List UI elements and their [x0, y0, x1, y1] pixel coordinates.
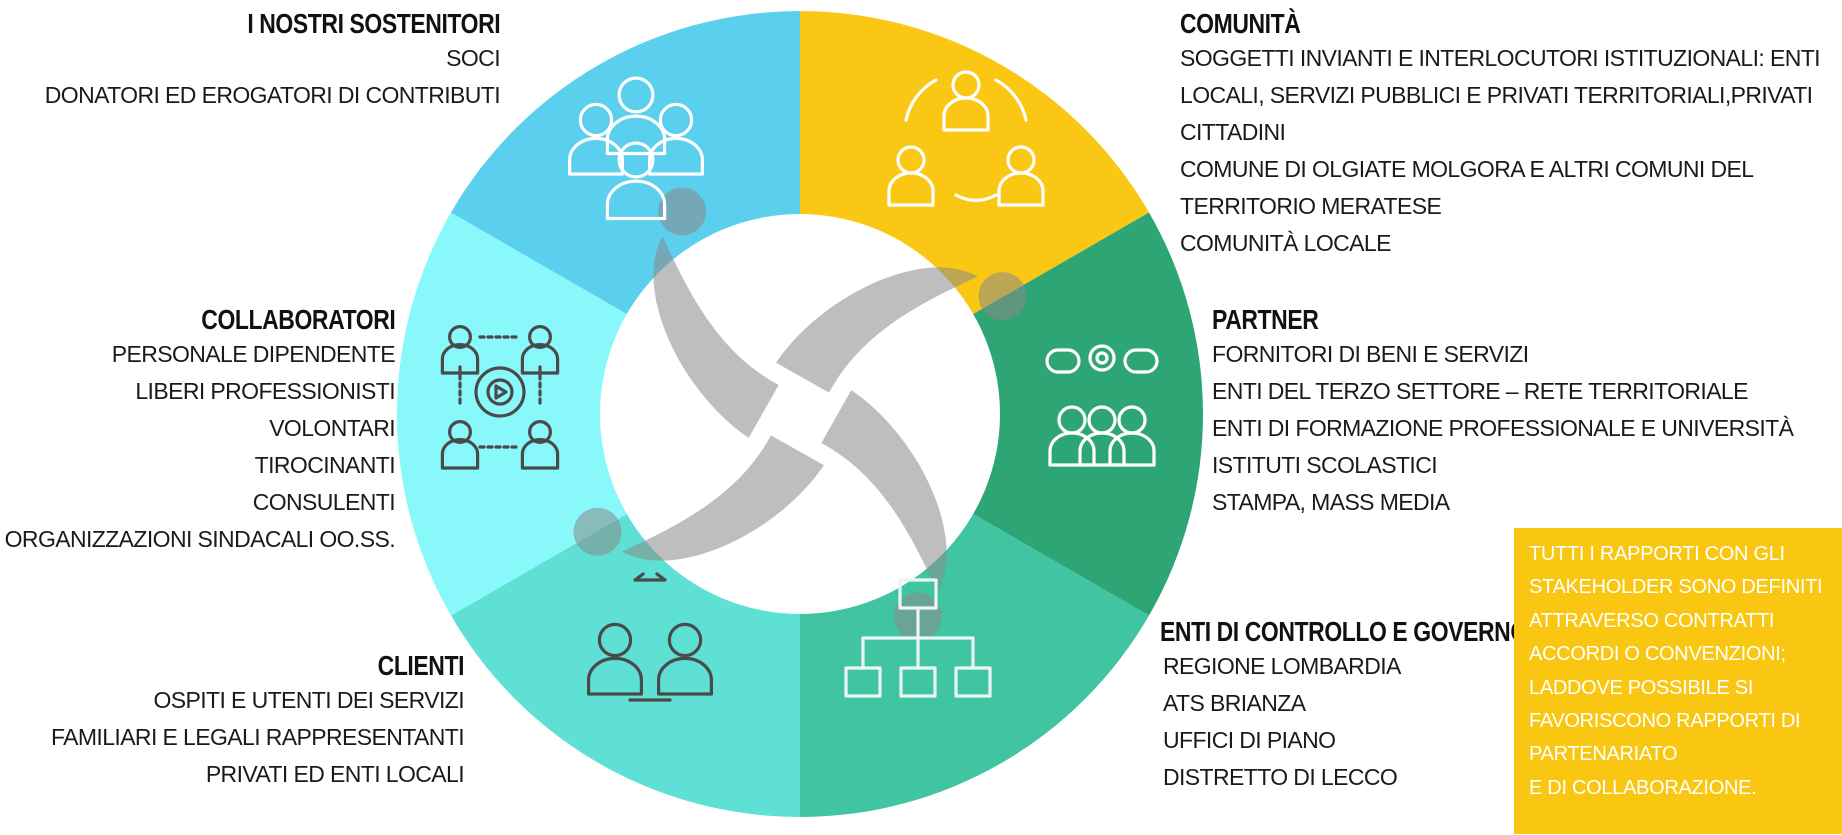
group-item: ORGANIZZAZIONI SINDACALI OO.SS.	[4, 526, 396, 552]
note-line: ATTRAVERSO CONTRATTI	[1529, 609, 1775, 632]
group-item: STAMPA, MASS MEDIA	[1212, 489, 1450, 515]
group-item: COMUNE DI OLGIATE MOLGORA E ALTRI COMUNI…	[1180, 156, 1754, 182]
group-item: TIROCINANTI	[254, 452, 396, 478]
group-item: FORNITORI DI BENI E SERVIZI	[1212, 341, 1529, 367]
group-item: UFFICI DI PIANO	[1163, 727, 1336, 753]
note-line: ACCORDI O CONVENZIONI;	[1529, 643, 1786, 666]
group-title: ENTI DI CONTROLLO E GOVERNO	[1160, 616, 1528, 647]
group-item: ATS BRIANZA	[1163, 690, 1306, 716]
group-comunita: COMUNITÀ SOGGETTI INVIANTI E INTERLOCUTO…	[1180, 8, 1821, 262]
group-title: COLLABORATORI	[200, 304, 395, 335]
group-item: CONSULENTI	[252, 489, 396, 515]
group-item: PRIVATI ED ENTI LOCALI	[205, 761, 465, 787]
group-item: SOGGETTI INVIANTI E INTERLOCUTORI ISTITU…	[1180, 45, 1821, 71]
group-item: FAMILIARI E LEGALI RAPPRESENTANTI	[50, 724, 465, 750]
group-item: ISTITUTI SCOLASTICI	[1212, 452, 1438, 478]
logo-dot	[978, 272, 1027, 321]
group-item: DISTRETTO DI LECCO	[1163, 764, 1398, 790]
note-line: TUTTI I RAPPORTI CON GLI	[1529, 543, 1785, 565]
group-sostenitori: I NOSTRI SOSTENITORI SOCI DONATORI ED ERO…	[44, 8, 501, 114]
group-item: COMUNITÀ LOCALE	[1180, 230, 1391, 256]
note-line: STAKEHOLDER SONO DEFINITI	[1529, 576, 1823, 599]
group-controllo-governo: ENTI DI CONTROLLO E GOVERNO REGIONE LOMB…	[1160, 616, 1609, 796]
group-items: OSPITI E UTENTI DEI SERVIZI FAMILIARI E L…	[50, 682, 465, 793]
people-cycle-icon	[887, 70, 1045, 207]
wheel-segment-partner	[800, 212, 1203, 616]
network-gear-icon	[440, 324, 560, 470]
logo-blade	[653, 236, 779, 438]
note-line: LADDOVE POSSIBILE SI	[1529, 676, 1754, 699]
group-item: TERRITORIO MERATESE	[1180, 193, 1442, 219]
group-item: ENTI DEL TERZO SETTORE – RETE TERRITORIA…	[1212, 378, 1748, 404]
logo-blade	[821, 390, 947, 592]
group-title: I NOSTRI SOSTENITORI	[247, 8, 500, 39]
group-item: REGIONE LOMBARDIA	[1163, 653, 1401, 679]
group-item: OSPITI E UTENTI DEI SERVIZI	[153, 687, 464, 713]
group-people-icon	[568, 76, 704, 221]
note-line: PARTENARIATO	[1529, 743, 1678, 766]
center-logo-watermark	[573, 187, 1027, 641]
group-item: LOCALI, SERVIZI PUBBLICI E PRIVATI TERRI…	[1180, 82, 1813, 108]
group-item: SOCI	[446, 45, 500, 71]
group-item: PERSONALE DIPENDENTE	[111, 341, 396, 367]
logo-dot	[573, 507, 622, 556]
group-items: SOCI DONATORI ED EROGATORI DI CONTRIBUTI	[44, 40, 501, 114]
note-line: FAVORISCONO RAPPORTI DI	[1529, 710, 1801, 733]
logo-blade	[622, 435, 824, 561]
wheel-segment-collaboratori	[397, 212, 800, 616]
logo-dot	[658, 187, 707, 236]
group-title: PARTNER	[1212, 304, 1319, 335]
group-items: SOGGETTI INVIANTI E INTERLOCUTORI ISTITU…	[1180, 40, 1821, 262]
group-items: REGIONE LOMBARDIA ATS BRIANZA UFFICI DI PI…	[1160, 648, 1609, 796]
hierarchy-icon	[844, 578, 992, 698]
group-title: CLIENTI	[377, 650, 465, 681]
group-clienti: CLIENTI OSPITI E UTENTI DEI SERVIZI FAMIL…	[50, 650, 465, 793]
logo-blade	[776, 267, 978, 393]
handshake-people-icon	[587, 572, 713, 702]
group-item: DONATORI ED EROGATORI DI CONTRIBUTI	[44, 82, 501, 108]
group-items: FORNITORI DI BENI E SERVIZI ENTI DEL TERZ…	[1212, 336, 1794, 521]
group-item: ENTI DI FORMAZIONE PROFESSIONALE E UNIVE…	[1212, 415, 1794, 441]
group-items: PERSONALE DIPENDENTE LIBERI PROFESSIONIST…	[4, 336, 396, 558]
group-title: COMUNITÀ	[1180, 8, 1301, 39]
group-item: LIBERI PROFESSIONISTI	[135, 378, 395, 404]
group-partner: PARTNER FORNITORI DI BENI E SERVIZI ENTI …	[1212, 304, 1794, 521]
group-collaboratori: COLLABORATORI PERSONALE DIPENDENTE LIBERI…	[4, 304, 396, 558]
group-item: CITTADINI	[1180, 119, 1286, 145]
note-line: E DI COLLABORAZIONE.	[1529, 776, 1757, 799]
group-item: VOLONTARI	[269, 415, 395, 441]
team-discussion-icon	[1045, 344, 1159, 467]
note-box: TUTTI I RAPPORTI CON GLI STAKEHOLDER SONO…	[1514, 528, 1842, 834]
